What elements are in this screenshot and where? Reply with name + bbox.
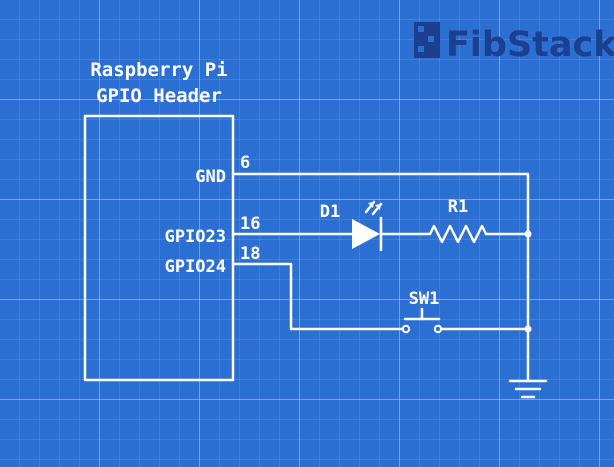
led-label: D1 bbox=[320, 202, 340, 222]
pin-name-gnd: GND bbox=[195, 167, 226, 187]
switch-sw1-icon bbox=[401, 307, 443, 334]
pin-name-gpio24: GPIO24 bbox=[165, 257, 226, 277]
pin-number-6: 6 bbox=[240, 153, 250, 173]
gnd-wire bbox=[231, 172, 530, 382]
pin-number-18: 18 bbox=[240, 244, 260, 264]
header-title-line2: GPIO Header bbox=[96, 85, 222, 107]
fibstack-logo: FibStack bbox=[414, 22, 614, 65]
resistor-label: R1 bbox=[448, 197, 468, 217]
ground-icon bbox=[508, 379, 548, 399]
resistor-r1-icon bbox=[428, 224, 488, 244]
header-title-line1: Raspberry Pi bbox=[90, 59, 227, 81]
pin-name-gpio23: GPIO23 bbox=[165, 227, 226, 247]
pin-number-16: 16 bbox=[240, 214, 260, 234]
switch-label: SW1 bbox=[409, 289, 440, 309]
gpio-header-box bbox=[83, 114, 235, 382]
logo-text: FibStack bbox=[446, 25, 614, 65]
gpio24-wire bbox=[231, 262, 405, 331]
junction-dot-top bbox=[524, 230, 532, 238]
logo-mark-icon bbox=[414, 22, 440, 58]
led-d1-icon bbox=[352, 200, 383, 252]
junction-dot-bottom bbox=[524, 325, 532, 333]
